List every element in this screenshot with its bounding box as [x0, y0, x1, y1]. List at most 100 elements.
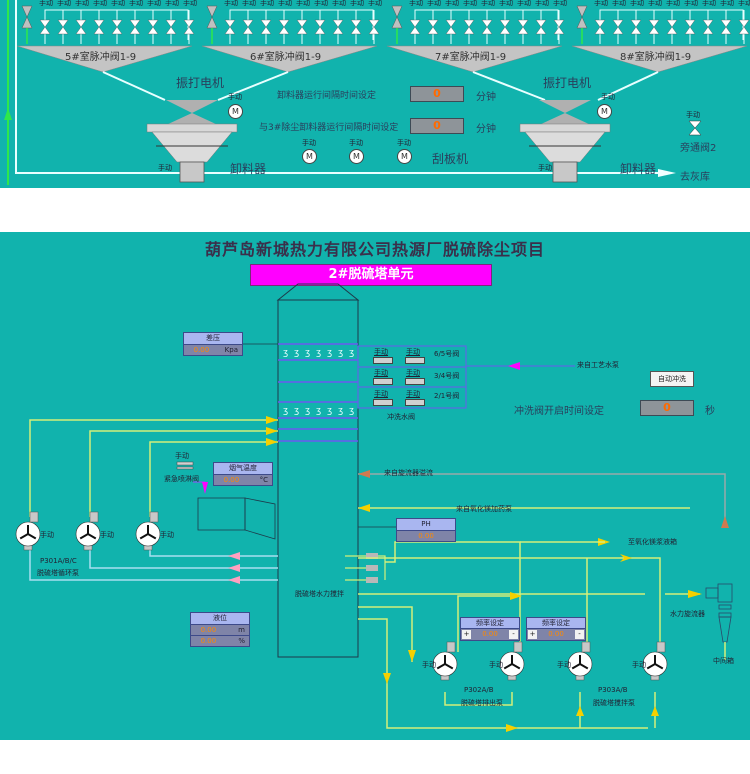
spray-nozzle-icon: ʒ — [327, 348, 332, 358]
pulse-valve-icon[interactable] — [684, 19, 696, 35]
manual-label: 手动 — [40, 531, 54, 539]
spray-nozzle-icon: ʒ — [327, 406, 332, 416]
pump-icon[interactable] — [567, 641, 593, 681]
pulse-valve-icon[interactable] — [481, 19, 493, 35]
flush-valve-icon[interactable] — [405, 378, 425, 385]
pulse-valve-icon[interactable] — [224, 19, 236, 35]
pulse-valve-icon[interactable] — [368, 19, 380, 35]
main-valve-icon[interactable] — [576, 5, 588, 29]
hopper — [386, 45, 563, 73]
manual-label: 手动 — [445, 0, 459, 7]
freq-decrease-button[interactable]: - — [575, 630, 584, 639]
pulse-valve-icon[interactable] — [350, 19, 362, 35]
pulse-valve-icon[interactable] — [314, 19, 326, 35]
pulse-valve-icon[interactable] — [445, 19, 457, 35]
pump-code-p301: P301A/B/C — [40, 557, 77, 565]
pulse-valve-icon[interactable] — [553, 19, 565, 35]
pump-icon[interactable] — [15, 511, 41, 551]
cyclone-label: 水力旋流器 — [670, 610, 705, 618]
desulfurization-tower — [277, 299, 359, 658]
pulse-valve-icon[interactable] — [165, 19, 177, 35]
level-unit-m: m — [238, 626, 245, 634]
pulse-valve-icon[interactable] — [612, 19, 624, 35]
pulse-valve-icon[interactable] — [147, 19, 159, 35]
pulse-valve-icon[interactable] — [427, 19, 439, 35]
pulse-valve-icon[interactable] — [666, 19, 678, 35]
spray-nozzle-icon: ʒ — [294, 348, 299, 358]
unit-title: 2#脱硫塔单元 — [250, 264, 492, 286]
bypass-valve-icon[interactable] — [688, 120, 702, 136]
emergency-spray-valve-icon[interactable] — [176, 461, 194, 471]
pump-icon[interactable] — [432, 641, 458, 681]
level-label: 液位 — [191, 613, 249, 625]
pulse-valve-icon[interactable] — [720, 19, 732, 35]
pulse-valve-icon[interactable] — [278, 19, 290, 35]
scraper-motor-1[interactable]: M — [302, 149, 317, 164]
manual-label: 手动 — [332, 0, 346, 7]
flush-valve-icon[interactable] — [405, 399, 425, 406]
pulse-valve-icon[interactable] — [129, 19, 141, 35]
rapper-motor-left[interactable]: M — [228, 104, 243, 119]
manual-label: 手动 — [517, 0, 531, 7]
pump-icon[interactable] — [642, 641, 668, 681]
flush-valve-icon[interactable] — [373, 399, 393, 406]
pulse-valve-icon[interactable] — [242, 19, 254, 35]
diff-pressure-label: 差压 — [184, 333, 242, 345]
freq-value[interactable]: 0.00 — [548, 630, 564, 638]
pulse-valve-icon[interactable] — [57, 19, 69, 35]
pulse-valve-icon[interactable] — [702, 19, 714, 35]
pump-icon[interactable] — [135, 511, 161, 551]
pulse-valve-group-label: 6#室脉冲阀1-9 — [250, 52, 322, 63]
scraper-motor-3[interactable]: M — [397, 149, 412, 164]
pulse-valve-icon[interactable] — [499, 19, 511, 35]
manual-label: 手动 — [538, 164, 552, 172]
hopper — [571, 45, 748, 73]
pulse-valve-icon[interactable] — [409, 19, 421, 35]
motor-glyph: M — [401, 152, 408, 161]
setting1-label: 卸料器运行间隔时间设定 — [277, 91, 377, 101]
main-valve-icon[interactable] — [391, 5, 403, 29]
rapper-motor-right[interactable]: M — [597, 104, 612, 119]
pulse-valve-icon[interactable] — [93, 19, 105, 35]
auto-flush-button[interactable]: 自动冲洗 — [650, 371, 694, 387]
rotary-discharger-icon[interactable] — [519, 100, 611, 183]
pulse-valve-group — [386, 5, 565, 73]
manual-label: 手动 — [349, 139, 363, 147]
flush-valve-row-label: 6/5号阀 — [434, 350, 460, 358]
pulse-valve-icon[interactable] — [463, 19, 475, 35]
flush-valve-icon[interactable] — [373, 378, 393, 385]
pulse-valve-icon[interactable] — [535, 19, 547, 35]
setting1-input[interactable]: 0 — [410, 86, 464, 102]
main-valve-icon[interactable] — [206, 5, 218, 29]
manual-label: 手动 — [601, 93, 615, 101]
freq-value[interactable]: 0.00 — [482, 630, 498, 638]
flow-arrow-icon — [4, 108, 12, 120]
flush-valve-icon[interactable] — [373, 357, 393, 364]
setting2-input[interactable]: 0 — [410, 118, 464, 134]
pulse-valve-icon[interactable] — [75, 19, 87, 35]
pulse-valve-icon[interactable] — [111, 19, 123, 35]
pulse-valve-icon[interactable] — [332, 19, 344, 35]
pulse-valve-icon[interactable] — [260, 19, 272, 35]
freq-increase-button[interactable]: + — [528, 630, 537, 639]
pulse-valve-icon[interactable] — [594, 19, 606, 35]
rotary-discharger-icon[interactable] — [146, 100, 238, 183]
pulse-valve-icon[interactable] — [738, 19, 750, 35]
pulse-valve-icon[interactable] — [630, 19, 642, 35]
pulse-valve-icon[interactable] — [296, 19, 308, 35]
diff-pressure-unit: Kpa — [224, 346, 238, 354]
pulse-valve-icon[interactable] — [39, 19, 51, 35]
main-valve-icon[interactable] — [21, 5, 33, 29]
pulse-valve-icon[interactable] — [648, 19, 660, 35]
pulse-valve-group — [16, 5, 195, 73]
flush-time-input[interactable]: 0 — [640, 400, 694, 416]
pulse-valve-icon[interactable] — [183, 19, 195, 35]
flush-valve-icon[interactable] — [405, 357, 425, 364]
freq-increase-button[interactable]: + — [462, 630, 471, 639]
pump-icon[interactable] — [499, 641, 525, 681]
pulse-valve-icon[interactable] — [517, 19, 529, 35]
pump-icon[interactable] — [75, 511, 101, 551]
scraper-motor-2[interactable]: M — [349, 149, 364, 164]
freq-decrease-button[interactable]: - — [509, 630, 518, 639]
